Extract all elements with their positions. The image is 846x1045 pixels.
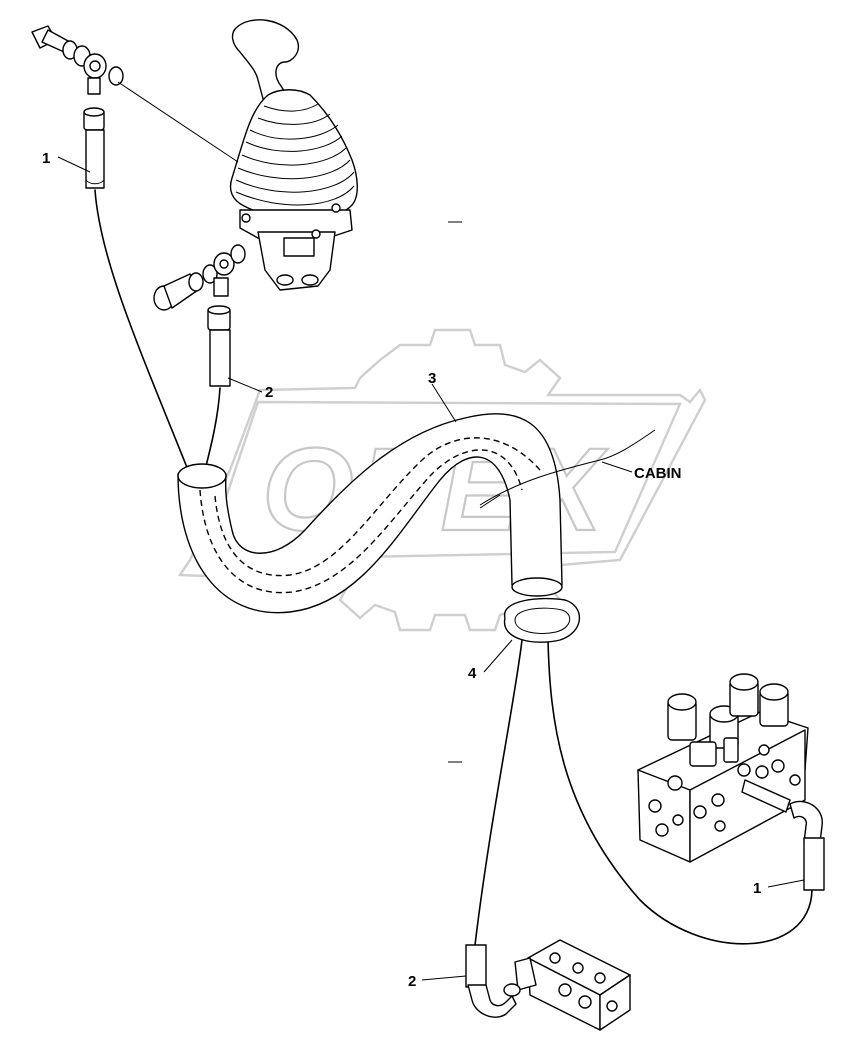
- callout-3: 3: [428, 370, 436, 387]
- solenoid-valve-block-icon: [637, 673, 825, 891]
- top-banjo-fitting-icon: [31, 25, 239, 163]
- hose-clamp-icon: [503, 597, 581, 643]
- hydraulic-distributor-block-icon: [503, 939, 631, 1031]
- callout-leaders: [57, 156, 805, 981]
- joystick-control-lever-icon: [229, 19, 358, 291]
- callout-4: 4: [468, 665, 477, 682]
- hose-lines: [94, 189, 813, 946]
- callout-1-bottom: 1: [753, 880, 761, 897]
- hose-end-fitting-top-left-icon: [83, 107, 105, 189]
- hose-end-fitting-top-mid-icon: [207, 305, 231, 387]
- mid-banjo-fitting-icon: [153, 244, 246, 311]
- cabin-label: CABIN: [634, 465, 682, 482]
- callout-2-top: 2: [265, 384, 273, 401]
- hose-end-fitting-bottom-icon: [465, 944, 517, 1018]
- callout-2-bottom: 2: [408, 973, 416, 990]
- callouts: 1 2 3 4 1 2 CABIN: [42, 150, 761, 990]
- callout-1-top: 1: [42, 150, 50, 167]
